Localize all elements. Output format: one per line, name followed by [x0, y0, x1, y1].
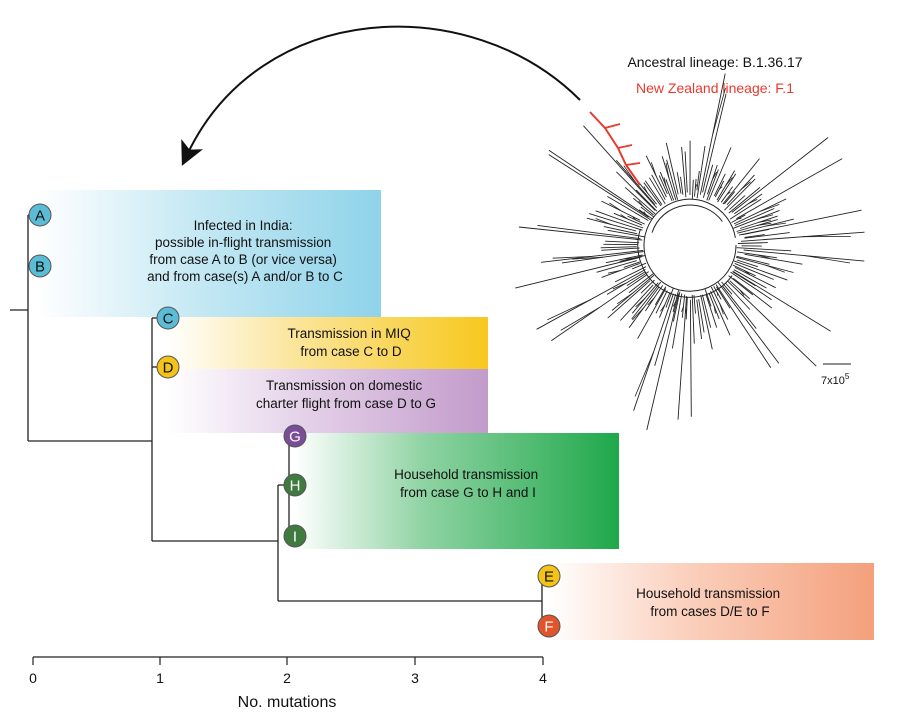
svg-text:D: D — [163, 360, 174, 377]
scale-bar: 7x105 — [821, 363, 851, 387]
node-f: F — [537, 614, 561, 638]
box-household-f-text: Household transmission from cases D/E to… — [636, 586, 784, 619]
box-household-f — [548, 563, 874, 640]
node-e: E — [537, 564, 561, 588]
node-b: B — [28, 254, 52, 278]
axis-tick-label: 0 — [29, 670, 37, 686]
radial-phylogeny — [515, 73, 865, 431]
mutation-axis: 0 1 2 3 4 No. mutations — [29, 656, 547, 711]
node-a: A — [28, 203, 52, 227]
curved-arrow — [181, 25, 581, 166]
svg-text:A: A — [35, 208, 45, 225]
axis-tick-label: 2 — [283, 670, 291, 686]
ancestral-lineage-label: Ancestral lineage: B.1.36.17 — [627, 54, 802, 70]
box-labels: Infected in India: possible in-flight tr… — [147, 218, 784, 619]
case-nodes: A B C D G H I E — [28, 203, 561, 638]
svg-text:H: H — [290, 478, 301, 495]
svg-text:B: B — [35, 259, 45, 276]
svg-text:C: C — [163, 311, 174, 328]
box-household-g-text: Household transmission from case G to H … — [394, 467, 542, 500]
box-india-text: Infected in India: possible in-flight tr… — [147, 218, 343, 284]
box-miq-text: Transmission in MIQ from case C to D — [287, 326, 414, 359]
box-charter — [167, 369, 488, 433]
axis-tick-label: 1 — [156, 670, 164, 686]
scale-bar-label: 7x105 — [821, 372, 850, 387]
box-household-g — [294, 433, 619, 549]
node-c: C — [156, 306, 180, 330]
box-miq — [167, 317, 488, 369]
box-charter-text: Transmission on domestic charter flight … — [256, 378, 436, 411]
svg-text:E: E — [544, 569, 554, 586]
svg-text:I: I — [293, 529, 297, 546]
axis-tick-label: 4 — [539, 670, 547, 686]
axis-title: No. mutations — [238, 694, 337, 711]
node-i: I — [283, 524, 307, 548]
svg-text:G: G — [289, 429, 301, 446]
node-d: D — [156, 355, 180, 379]
axis-tick-label: 3 — [411, 670, 419, 686]
box-india — [38, 190, 381, 317]
svg-text:F: F — [544, 619, 553, 636]
node-g: G — [283, 424, 307, 448]
transmission-boxes — [38, 190, 874, 640]
nz-lineage-label: New Zealand lineage: F.1 — [636, 80, 794, 96]
node-h: H — [283, 473, 307, 497]
